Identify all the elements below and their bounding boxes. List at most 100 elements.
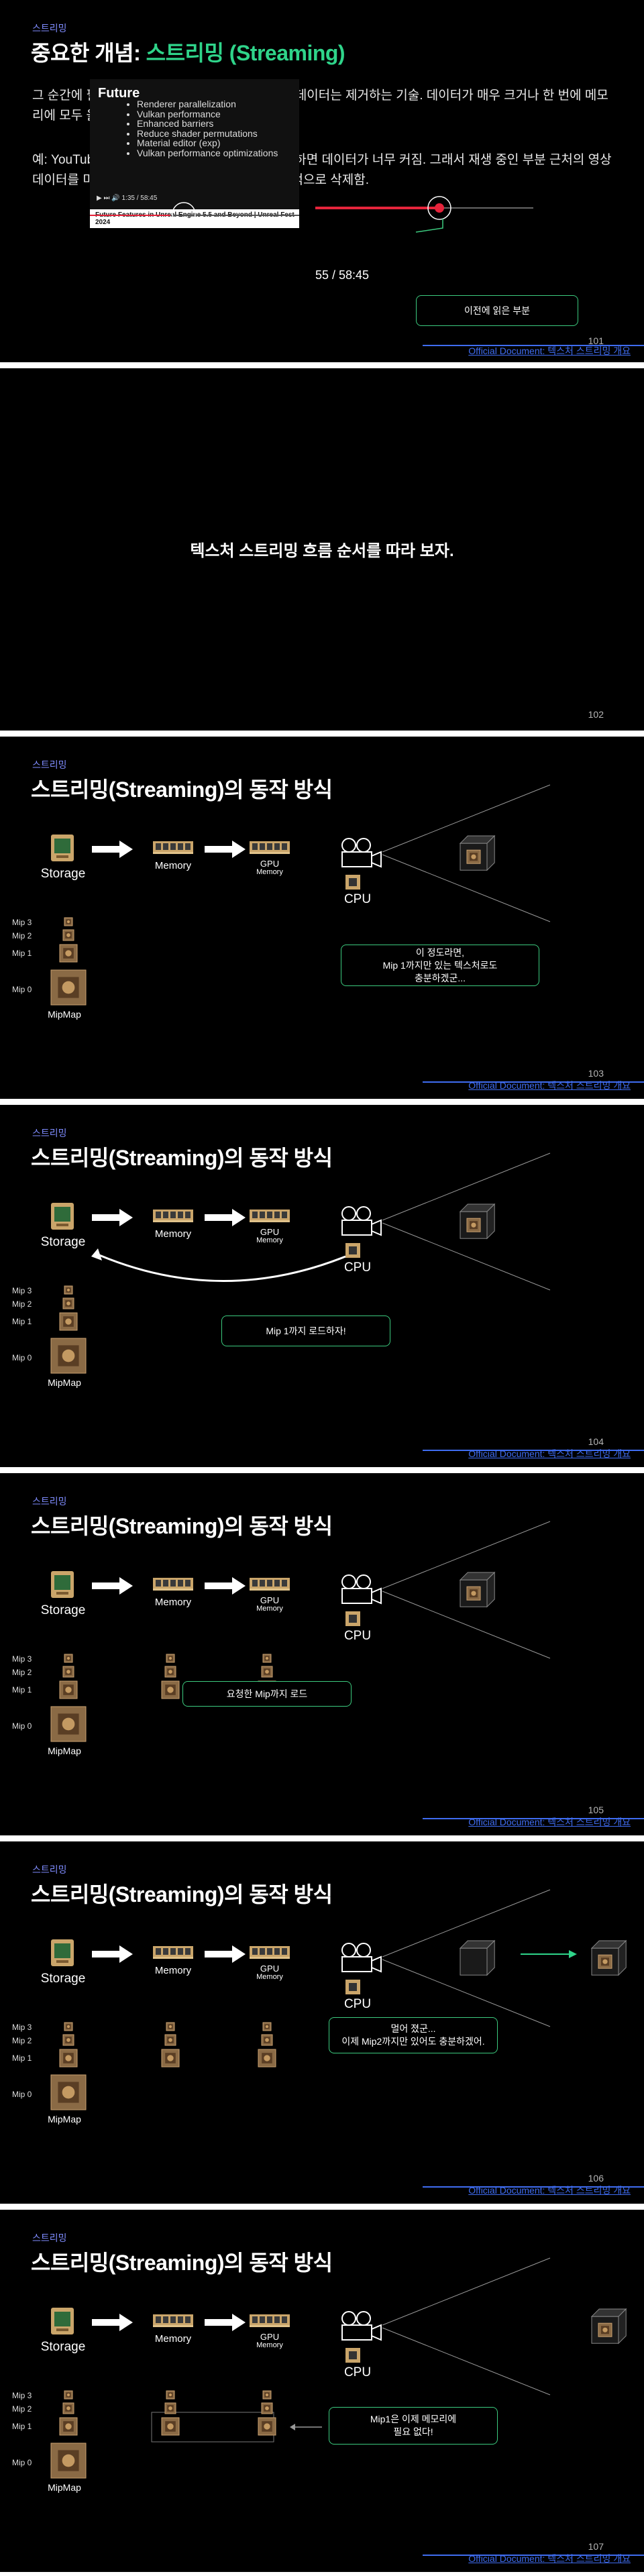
section-label: 스트리밍 — [32, 23, 67, 34]
slide-102: 텍스처 스트리밍 흐름 순서를 따라 보자. 102 — [0, 368, 644, 731]
texture-icon — [261, 1666, 273, 1678]
cpu-label: CPU — [343, 1260, 372, 1275]
memory-label: Memory — [154, 2333, 192, 2345]
callout-box: 요청한 Mip까지 로드 — [182, 1681, 352, 1707]
texture-icon — [164, 2034, 176, 2046]
gpu-label: GPU — [260, 1595, 280, 1605]
texture-icon — [62, 1297, 74, 1309]
mip-label: Mip 3 — [12, 2391, 32, 2400]
gpu-sub-label: Memory — [256, 1973, 283, 1981]
slide-101: 스트리밍 중요한 개념: 스트리밍 (Streaming) 그 순간에 필요한 … — [0, 0, 644, 362]
storage-icon — [51, 1203, 74, 1230]
arrow-icon — [205, 1209, 246, 1226]
mipmap-label: MipMap — [48, 1746, 81, 1756]
mip-label: Mip 3 — [12, 1654, 32, 1664]
texture-icon — [466, 1586, 481, 1601]
footer-link[interactable]: Official Document: 텍스처 스트리밍 개요 — [468, 345, 631, 356]
slide-title: 스트리밍(Streaming)의 동작 방식 — [31, 777, 333, 802]
mipmap-label: MipMap — [48, 2482, 81, 2493]
streaming-diagram — [50, 1152, 551, 1374]
storage-label: Storage — [40, 867, 86, 881]
gpu-sub-label: Memory — [256, 868, 283, 876]
texture-icon — [161, 2049, 180, 2068]
object-cube — [590, 1939, 627, 1976]
texture-icon — [258, 2417, 276, 2436]
gpu-sub-label: Memory — [256, 2341, 283, 2349]
memory-label: Memory — [154, 860, 192, 871]
texture-icon — [598, 1954, 612, 1969]
callout-line: 요청한 Mip까지 로드 — [226, 1688, 308, 1699]
video-bullets: Renderer parallelization Vulkan performa… — [125, 99, 278, 158]
arrow-icon — [205, 841, 246, 858]
storage-label: Storage — [40, 1972, 86, 1986]
texture-icon — [59, 1680, 78, 1699]
texture-icon — [50, 2074, 87, 2110]
callout-line: 멀어 졌군... — [390, 2023, 436, 2034]
mip-label: Mip 0 — [12, 2090, 32, 2099]
texture-icon — [64, 2022, 73, 2031]
callout-box: 이전에 읽은 부분 — [416, 295, 578, 326]
ram-icon — [153, 841, 193, 854]
arrow-icon — [205, 1945, 246, 1963]
callout-line: 필요 없다! — [393, 2426, 433, 2437]
texture-icon — [59, 2049, 78, 2068]
mip-label: Mip 1 — [12, 949, 32, 958]
arrow-icon — [92, 1577, 133, 1595]
callout-line: 충분하겠군... — [414, 972, 466, 983]
texture-icon — [258, 2049, 276, 2068]
memory-label: Memory — [154, 1965, 192, 1976]
ram-icon — [250, 1578, 290, 1591]
section-label: 스트리밍 — [32, 2233, 67, 2243]
page-number: 103 — [588, 1068, 604, 1079]
cpu-label: CPU — [343, 1997, 372, 2011]
streaming-diagram — [50, 1521, 551, 1742]
page-number: 102 — [588, 709, 604, 720]
slide-title: 스트리밍(Streaming)의 동작 방식 — [31, 1146, 333, 1170]
video-thumbnail[interactable]: Future Renderer parallelization Vulkan p… — [90, 79, 299, 228]
texture-icon — [262, 2390, 272, 2400]
texture-icon — [59, 2417, 78, 2436]
cpu-chip-icon — [345, 2348, 360, 2363]
footer-link[interactable]: Official Document: 텍스처 스트리밍 개요 — [468, 1080, 631, 1091]
mipmap-label: MipMap — [48, 2114, 81, 2125]
storage-label: Storage — [40, 1603, 86, 1617]
texture-icon — [64, 2390, 73, 2400]
texture-icon — [50, 969, 87, 1006]
page-number: 107 — [588, 2541, 604, 2552]
arrow-icon — [92, 1209, 133, 1226]
mip-label: Mip 0 — [12, 1721, 32, 1731]
callout-line: Mip 1까지 로드하자! — [266, 1325, 346, 1336]
time-readout: 55 / 58:45 — [315, 268, 370, 282]
mipmap-label: MipMap — [48, 1009, 81, 1020]
texture-icon — [598, 2322, 612, 2337]
cpu-chip-icon — [345, 875, 360, 890]
video-controls[interactable]: ▶ ⏭ 🔊 1:35 / 58:45 — [97, 195, 158, 202]
footer-link[interactable]: Official Document: 텍스처 스트리밍 개요 — [468, 1448, 631, 1459]
storage-label: Storage — [40, 2340, 86, 2354]
texture-icon — [59, 1312, 78, 1331]
cpu-label: CPU — [343, 2365, 372, 2379]
texture-icon — [166, 1654, 175, 1663]
arrow-icon — [92, 841, 133, 858]
texture-icon — [262, 1654, 272, 1663]
slide-title: 스트리밍(Streaming)의 동작 방식 — [31, 2251, 333, 2275]
slide-title: 스트리밍(Streaming)의 동작 방식 — [31, 1514, 333, 1538]
gpu-label: GPU — [260, 1227, 280, 1237]
gpu-label: GPU — [260, 859, 280, 869]
texture-icon — [164, 2402, 176, 2414]
object-cube — [459, 1939, 496, 1976]
footer-link[interactable]: Official Document: 텍스처 스트리밍 개요 — [468, 2185, 631, 2196]
footer-link[interactable]: Official Document: 텍스처 스트리밍 개요 — [468, 1817, 631, 1827]
section-label: 스트리밍 — [32, 759, 67, 770]
callout-line: Mip 1까지만 있는 텍스처로도 — [382, 959, 498, 971]
footer-link[interactable]: Official Document: 텍스처 스트리밍 개요 — [468, 2553, 631, 2564]
mip-label: Mip 0 — [12, 985, 32, 994]
page-number: 106 — [588, 2173, 604, 2184]
texture-icon — [62, 2402, 74, 2414]
camera-icon — [341, 1574, 382, 1605]
gpu-label: GPU — [260, 1964, 280, 1974]
